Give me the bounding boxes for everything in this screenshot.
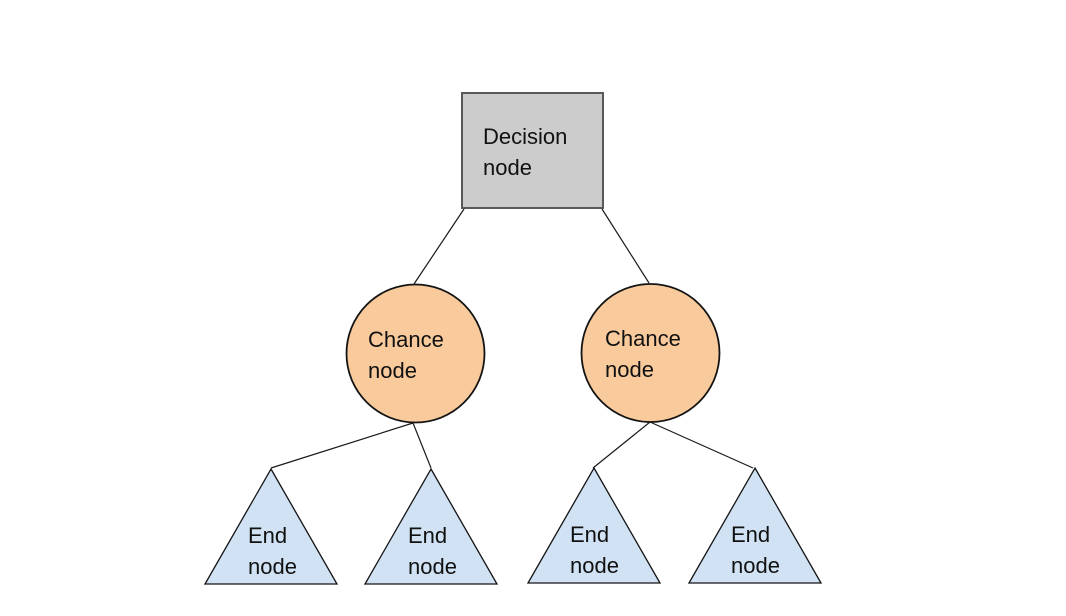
- end-node-2-shape: [363, 467, 499, 585]
- end-node-1-shape: [203, 467, 339, 585]
- edge-chance-left-to-end-2: [412, 422, 432, 469]
- edge-chance-left-to-end-1: [270, 422, 414, 469]
- edge-chance-right-to-end-3: [592, 421, 651, 469]
- edge-decision-to-chance-right: [601, 208, 650, 284]
- end-node-4-shape: [687, 466, 823, 584]
- end-node-3-shape: [526, 466, 662, 584]
- decision-node-shape: [461, 92, 604, 209]
- chance-node-right-shape: [580, 283, 721, 423]
- edge-decision-to-chance-left: [413, 208, 465, 285]
- chance-node-left-shape: [345, 283, 486, 424]
- edge-chance-right-to-end-4: [649, 421, 754, 469]
- edges: [270, 208, 754, 469]
